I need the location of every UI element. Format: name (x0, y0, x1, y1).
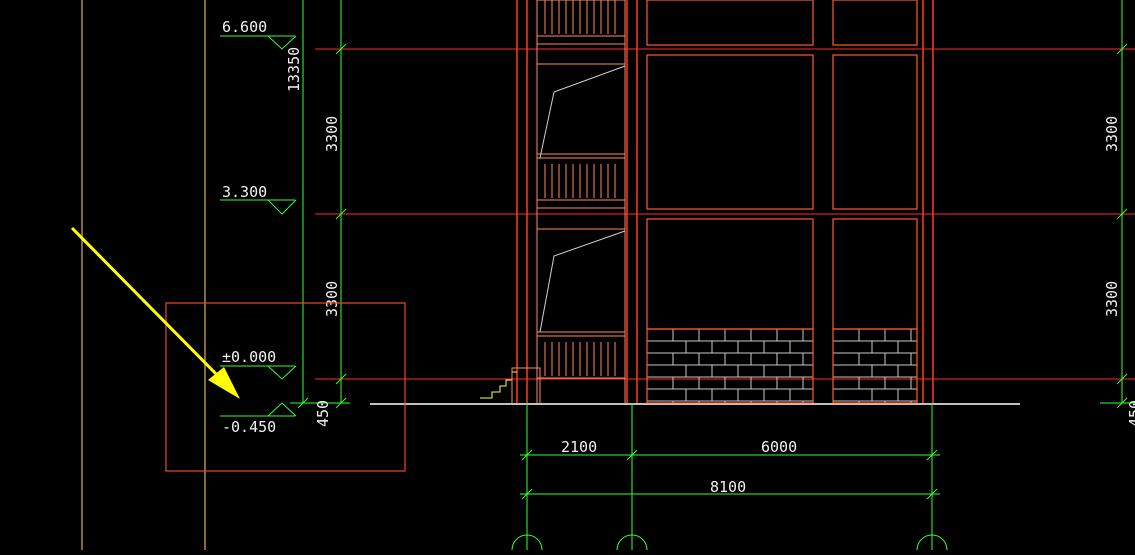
elevation-label-6600: 6.600 (222, 18, 267, 36)
axis-bubble-b (616, 534, 648, 551)
elevation-markers (220, 35, 297, 417)
balcony-railing-middle (536, 157, 626, 201)
balcony-railings (536, 0, 626, 403)
elevation-triangle-icon (267, 35, 297, 50)
dimension-tick (626, 449, 638, 461)
dimension-text-span-total: 8100 (710, 478, 746, 496)
dimension-tick (926, 488, 938, 500)
dimension-tick (1116, 208, 1128, 220)
railing-balusters (544, 0, 616, 376)
elevation-triangle-icon (267, 365, 297, 380)
dimension-tick (1116, 43, 1128, 55)
entrance-steps (480, 371, 517, 399)
elevation-triangle-icon (267, 402, 297, 417)
vertical-dimension-lines (290, 0, 1135, 409)
building-columns (516, 0, 934, 403)
dimension-tick (521, 449, 533, 461)
balcony-railing-bottom (536, 335, 626, 379)
window-top-left (646, 0, 814, 46)
dimension-text-span-left: 2100 (561, 438, 597, 456)
window-low-left (646, 218, 814, 330)
horizontal-dimension-lines (511, 403, 948, 551)
axis-bubble-a (511, 534, 543, 551)
brick-wall-left (646, 328, 814, 404)
dimension-text-total: 13350 (285, 47, 303, 92)
brick-plinth (647, 329, 917, 403)
axis-bubble-c (916, 534, 948, 551)
entrance-steps-outline (511, 367, 541, 403)
dimension-text-right-floor-1: 3300 (1103, 281, 1121, 317)
dimension-text-span-right: 6000 (761, 438, 797, 456)
highlight-box (165, 302, 406, 472)
stair-flight-lower (539, 230, 626, 333)
dimension-text-plinth: 450 (314, 400, 332, 427)
dimension-text-floor-1: 3300 (323, 281, 341, 317)
arrow-icon (70, 226, 240, 399)
dimension-text-floor-2: 3300 (323, 116, 341, 152)
elevation-triangle-icon (267, 199, 297, 215)
dimension-tick (521, 488, 533, 500)
dimension-tick (335, 43, 347, 55)
dimension-text-right-plinth: 450 (1126, 400, 1135, 427)
window-mid-left (646, 54, 814, 210)
window-top-right (832, 0, 918, 46)
stair-flights (539, 65, 626, 333)
dimension-tick (926, 449, 938, 461)
brick-wall-right (832, 328, 918, 404)
window-low-right (832, 218, 918, 330)
window-mid-right (832, 54, 918, 210)
dimension-tick (1116, 373, 1128, 385)
balcony-railing-top (536, 0, 626, 37)
elevation-label-minus-0450: -0.450 (222, 418, 276, 436)
stair-flight-upper (539, 65, 626, 159)
dimension-tick (335, 208, 347, 220)
dimension-text-right-floor-2: 3300 (1103, 116, 1121, 152)
elevation-label-3300: 3.300 (222, 183, 267, 201)
elevation-label-0000: ±0.000 (222, 348, 276, 366)
dimension-tick (335, 373, 347, 385)
